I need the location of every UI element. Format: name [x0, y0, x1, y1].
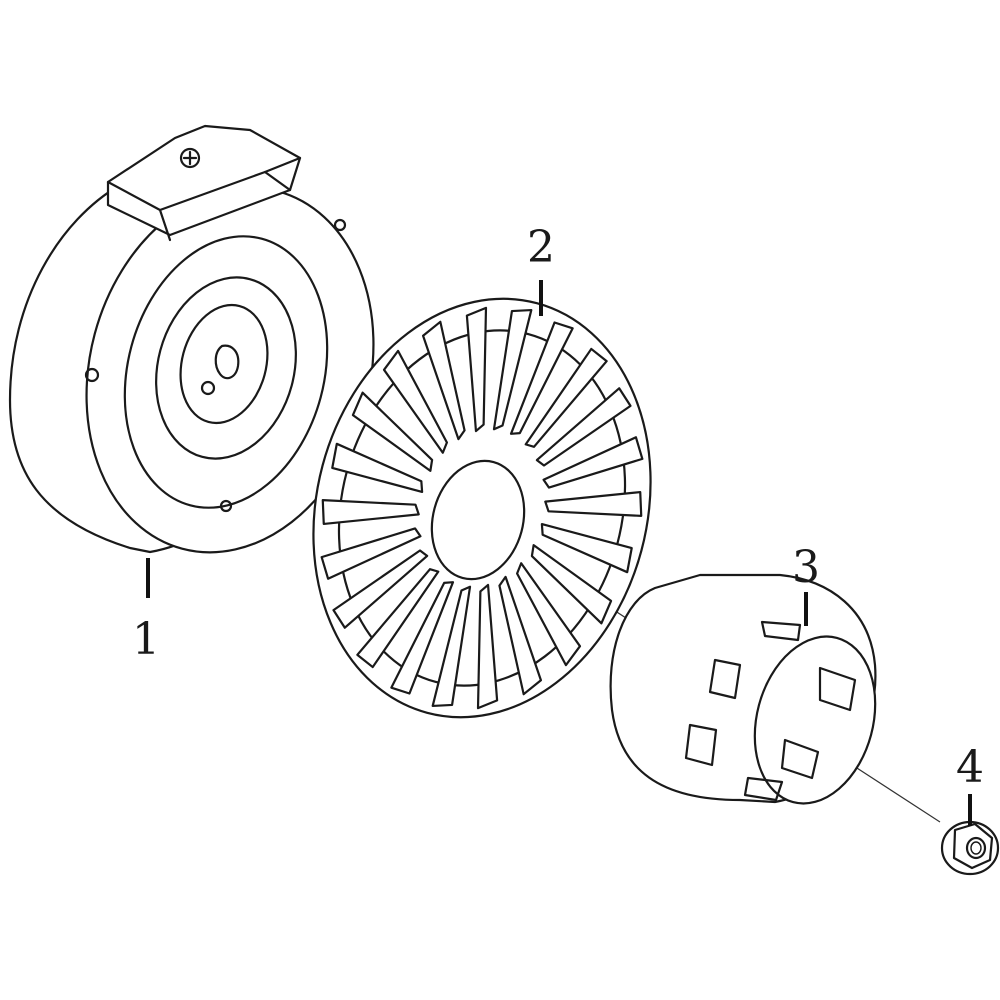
fan-blades [320, 306, 644, 710]
fan-blade [492, 308, 533, 431]
callout-2: 2 [527, 222, 555, 273]
callout-4: 4 [956, 742, 984, 793]
fan-blade [332, 549, 429, 629]
fan-blade [421, 320, 466, 441]
fan-blade [431, 585, 472, 708]
fan-blade [524, 347, 608, 448]
fan-blade [476, 583, 499, 710]
fan-blade [321, 499, 420, 526]
fan-blade [544, 490, 643, 517]
fan-blade [320, 527, 422, 580]
fan-blade [530, 544, 613, 625]
callout-1: 1 [132, 614, 160, 665]
cooling-fan-part[interactable] [268, 261, 696, 756]
fan-blade [515, 562, 582, 667]
fan-blade [542, 436, 644, 489]
flywheel-part[interactable] [8, 124, 413, 585]
callout-3: 3 [792, 542, 820, 593]
fan-blade [465, 306, 488, 433]
fan-blade [509, 321, 574, 435]
fan-blade [356, 568, 440, 669]
fan-blade [390, 581, 455, 695]
flange-nut-part[interactable] [940, 820, 1000, 876]
fan-blade [498, 575, 543, 696]
fan-blade [331, 442, 424, 494]
starter-cup-part[interactable] [609, 573, 893, 817]
fan-blade [540, 522, 633, 574]
fan-blade [535, 387, 632, 467]
fan-blade [351, 391, 434, 472]
fan-blade [382, 349, 449, 454]
